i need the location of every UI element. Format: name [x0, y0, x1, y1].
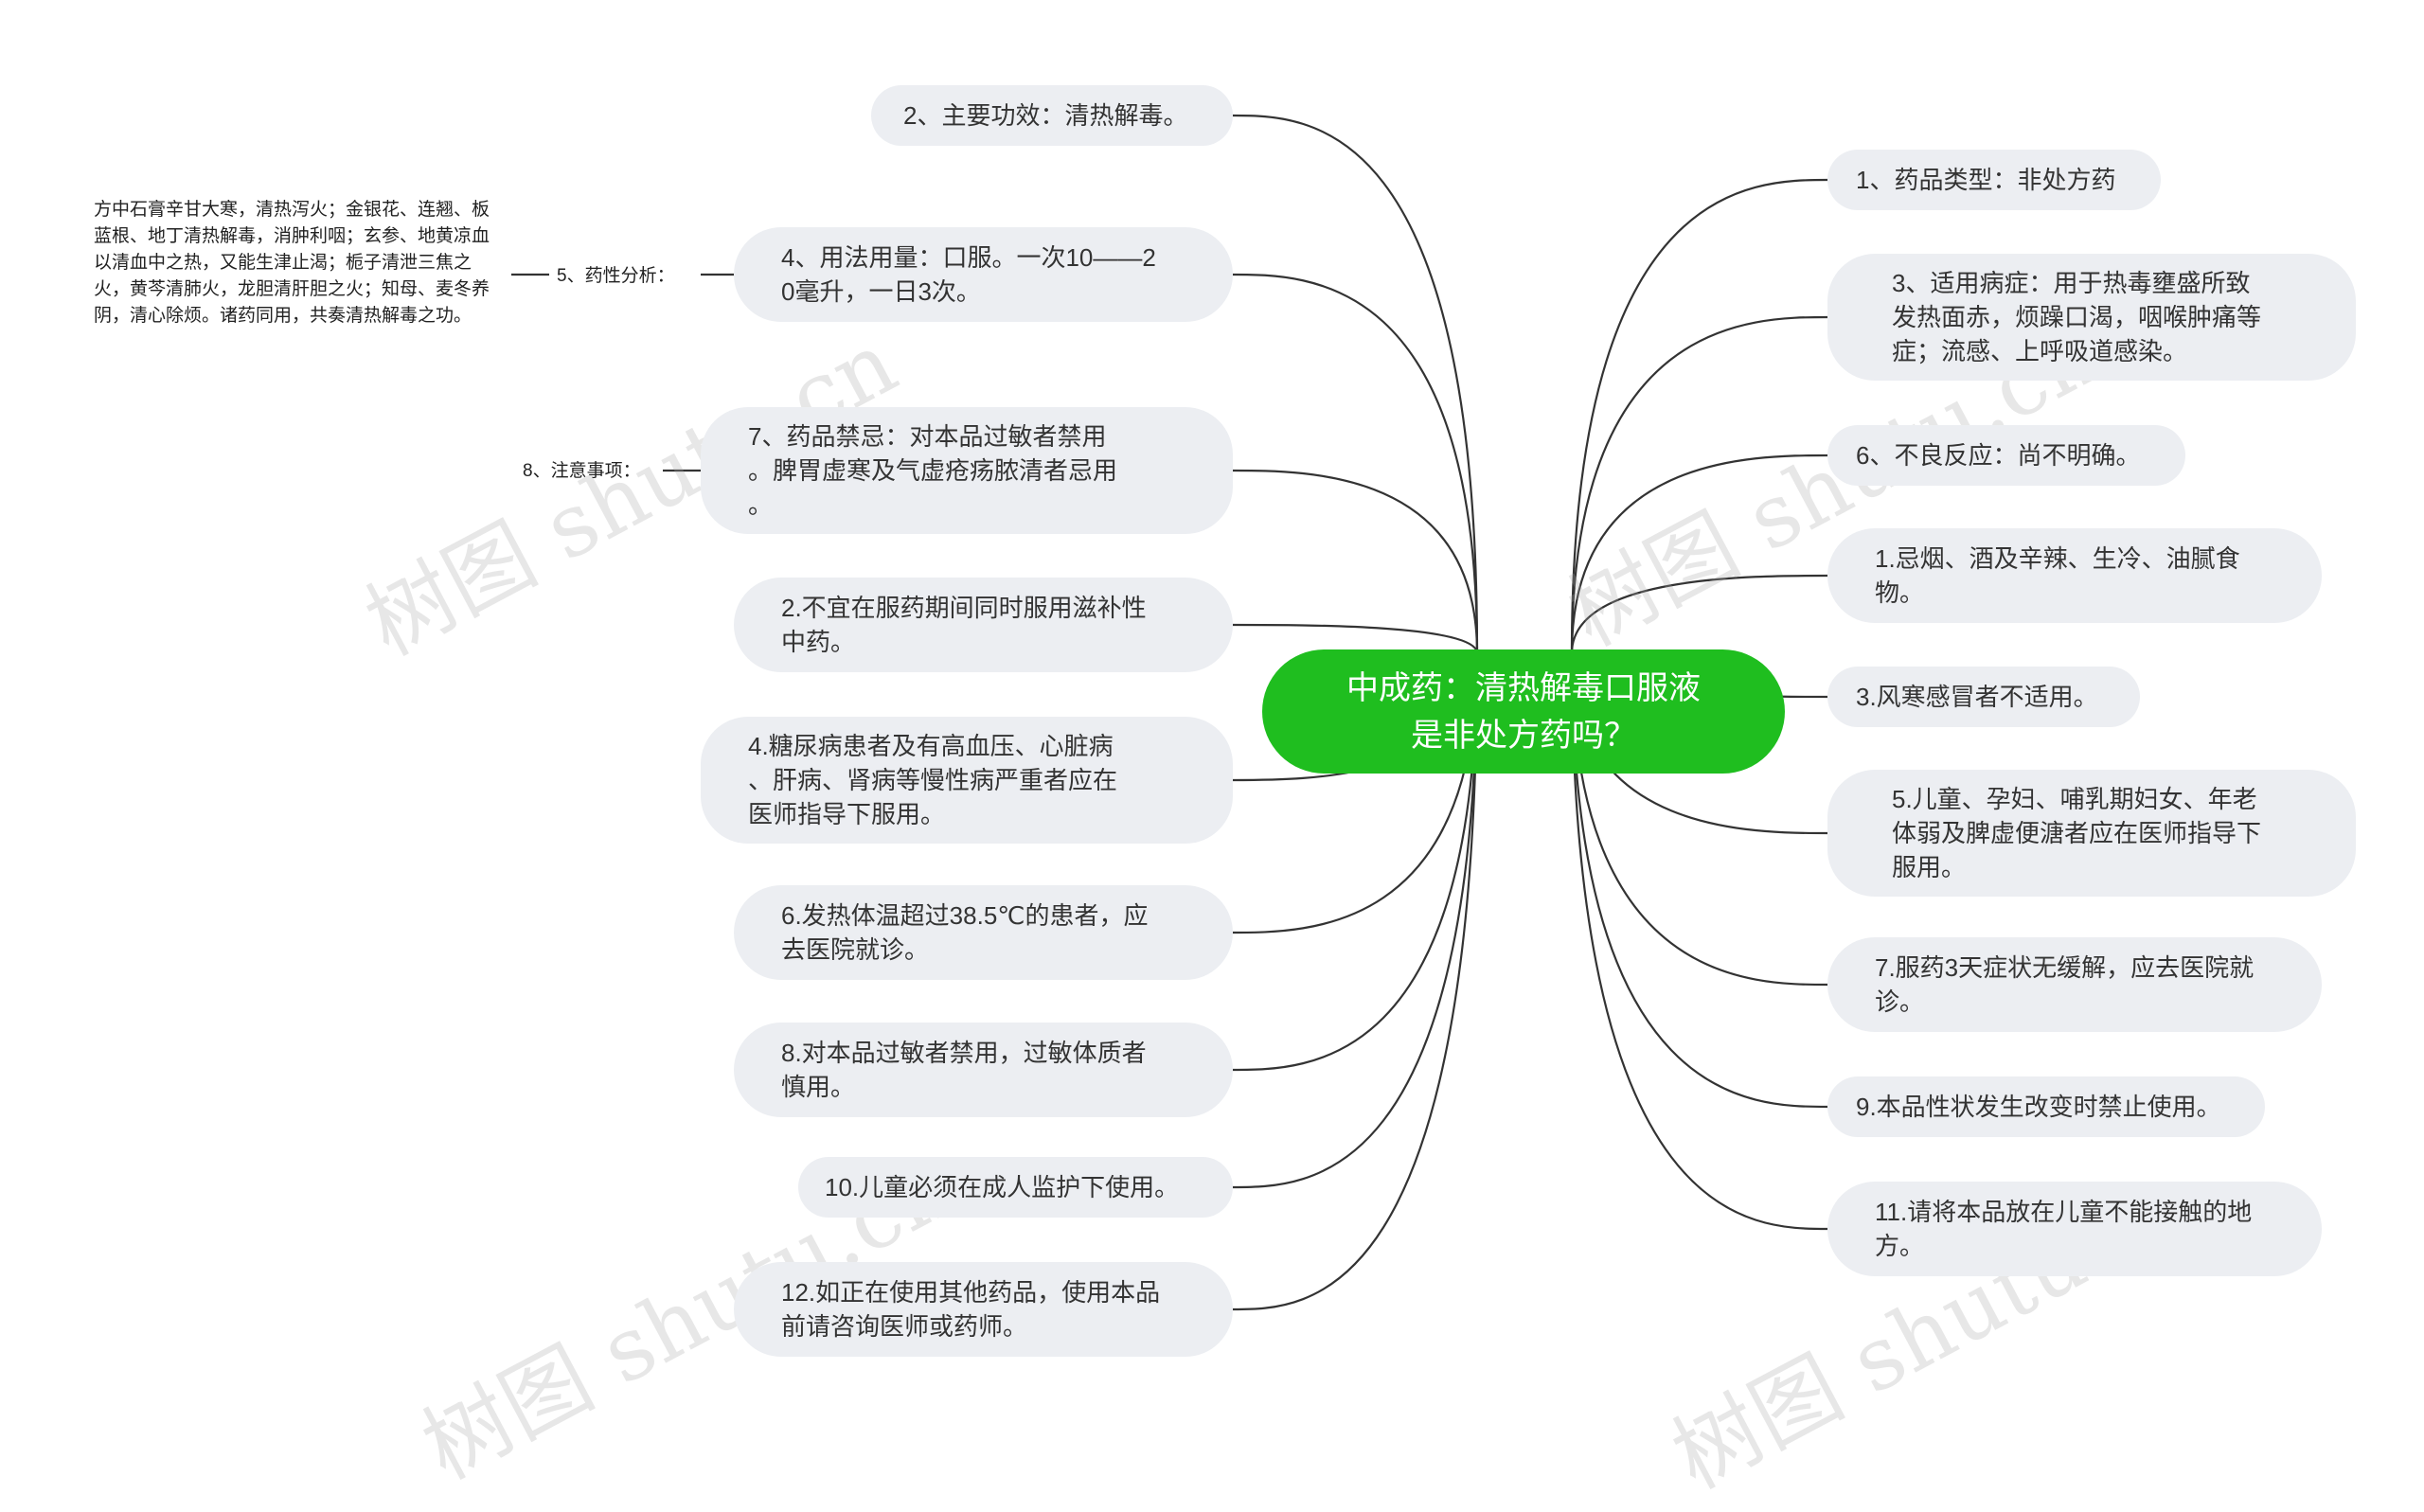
node-caution-10[interactable]: 10.儿童必须在成人监护下使用。	[798, 1157, 1233, 1218]
node-contraindication[interactable]: 7、药品禁忌：对本品过敏者禁用 。脾胃虚寒及气虚疮疡脓清者忌用 。	[701, 407, 1233, 534]
pharmacology-note: 方中石膏辛甘大寒，清热泻火；金银花、连翘、板蓝根、地丁清热解毒，消肿利咽；玄参、…	[94, 200, 490, 326]
node-text: 6.发热体温超过38.5℃的患者，应 去医院就诊。	[781, 901, 1149, 964]
node-caution-8[interactable]: 8.对本品过敏者禁用，过敏体质者 慎用。	[734, 1023, 1233, 1117]
node-text: 7.服药3天症状无缓解，应去医院就 诊。	[1875, 953, 2255, 1016]
node-text: 6、不良反应：尚不明确。	[1856, 441, 2141, 470]
node-drug-type[interactable]: 1、药品类型：非处方药	[1827, 150, 2161, 210]
node-caution-3[interactable]: 3.风寒感冒者不适用。	[1827, 667, 2140, 727]
edge-right	[1570, 652, 1828, 1109]
node-text: 4、用法用量：口服。一次10——2 0毫升，一日3次。	[781, 243, 1156, 306]
node-caution-7[interactable]: 7.服药3天症状无缓解，应去医院就 诊。	[1827, 937, 2322, 1032]
edge-left	[1232, 652, 1479, 1072]
node-caution-2[interactable]: 2.不宜在服药期间同时服用滋补性 中药。	[734, 578, 1233, 672]
node-side-effect[interactable]: 6、不良反应：尚不明确。	[1827, 425, 2185, 486]
node-text: 3.风寒感冒者不适用。	[1856, 683, 2098, 711]
node-text: 4.糖尿病患者及有高血压、心脏病 、肝病、肾病等慢性病严重者应在 医师指导下服用…	[748, 732, 1118, 828]
node-text: 9.本品性状发生改变时禁止使用。	[1856, 1093, 2221, 1121]
edge-left	[1232, 623, 1479, 654]
node-text: 11.请将本品放在儿童不能接触的地 方。	[1875, 1198, 2253, 1260]
label-pharmacology[interactable]: 5、药性分析：	[557, 266, 675, 286]
node-caution-9[interactable]: 9.本品性状发生改变时禁止使用。	[1827, 1076, 2265, 1137]
node-text: 1.忌烟、酒及辛辣、生冷、油腻食 物。	[1875, 544, 2240, 607]
edge-left	[1232, 273, 1479, 654]
root-title: 中成药：清热解毒口服液 是非处方药吗？	[1346, 669, 1701, 754]
label-precautions[interactable]: 8、注意事项：	[523, 461, 641, 481]
edge-right	[1570, 652, 1828, 987]
edge-left	[1232, 652, 1479, 1311]
edge-left	[1232, 114, 1479, 654]
node-caution-5[interactable]: 5.儿童、孕妇、哺乳期妇女、年老 体弱及脾虚便溏者应在医师指导下 服用。	[1827, 770, 2356, 897]
node-caution-11[interactable]: 11.请将本品放在儿童不能接触的地 方。	[1827, 1182, 2322, 1276]
edge-right	[1570, 454, 1828, 654]
node-text: 10.儿童必须在成人监护下使用。	[825, 1173, 1180, 1201]
node-main-effect[interactable]: 2、主要功效：清热解毒。	[871, 85, 1233, 146]
node-text: 3、适用病症：用于热毒壅盛所致 发热面赤，烦躁口渴，咽喉肿痛等 症；流感、上呼吸…	[1892, 269, 2262, 365]
node-text: 2.不宜在服药期间同时服用滋补性 中药。	[781, 594, 1147, 656]
edge-right	[1570, 574, 1828, 654]
node-caution-4[interactable]: 4.糖尿病患者及有高血压、心脏病 、肝病、肾病等慢性病严重者应在 医师指导下服用…	[701, 717, 1233, 844]
node-text: 5.儿童、孕妇、哺乳期妇女、年老 体弱及脾虚便溏者应在医师指导下 服用。	[1892, 785, 2262, 881]
node-text: 7、药品禁忌：对本品过敏者禁用 。脾胃虚寒及气虚疮疡脓清者忌用 。	[748, 422, 1118, 519]
edge-right	[1570, 652, 1828, 1231]
node-text: 8.对本品过敏者禁用，过敏体质者 慎用。	[781, 1039, 1147, 1101]
node-text: 2、主要功效：清热解毒。	[903, 101, 1188, 130]
node-usage[interactable]: 4、用法用量：口服。一次10——2 0毫升，一日3次。	[734, 227, 1233, 322]
node-caution-6[interactable]: 6.发热体温超过38.5℃的患者，应 去医院就诊。	[734, 885, 1233, 980]
edge-left	[1232, 652, 1479, 1189]
edge-left	[1232, 469, 1479, 654]
node-caution-12[interactable]: 12.如正在使用其他药品，使用本品 前请咨询医师或药师。	[734, 1262, 1233, 1357]
node-indication[interactable]: 3、适用病症：用于热毒壅盛所致 发热面赤，烦躁口渴，咽喉肿痛等 症；流感、上呼吸…	[1827, 254, 2356, 381]
edge-right	[1570, 178, 1828, 654]
edge-right	[1570, 315, 1828, 654]
root-topic[interactable]: 中成药：清热解毒口服液 是非处方药吗？	[1262, 649, 1785, 774]
node-text: 12.如正在使用其他药品，使用本品 前请咨询医师或药师。	[781, 1278, 1161, 1341]
node-caution-1[interactable]: 1.忌烟、酒及辛辣、生冷、油腻食 物。	[1827, 528, 2322, 623]
node-text: 1、药品类型：非处方药	[1856, 166, 2116, 194]
